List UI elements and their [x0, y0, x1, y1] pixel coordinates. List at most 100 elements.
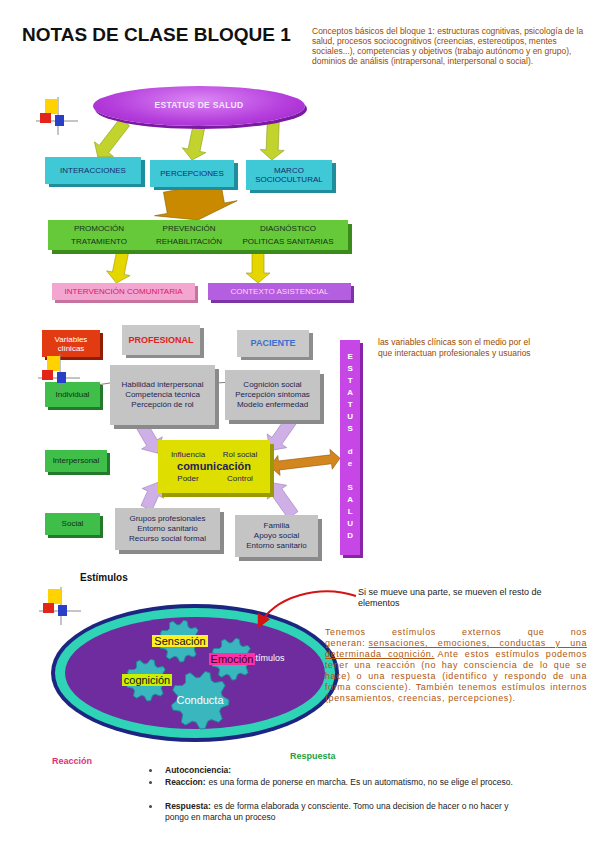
note-text: Reacción — [52, 756, 92, 767]
block-arrow — [182, 125, 206, 160]
page-title: NOTAS DE CLASE BLOQUE 1 — [22, 24, 291, 46]
note-text: las variables clínicas son el medio por … — [378, 337, 543, 358]
node-text: Habilidad interpersonal — [122, 380, 204, 390]
ornament-square — [48, 589, 61, 604]
ornament-line — [36, 121, 78, 122]
node-text: Control — [214, 474, 266, 483]
ornament-square — [55, 115, 64, 126]
node-text: Cognición social — [243, 380, 301, 390]
concept-box: PERCEPCIONES — [150, 160, 234, 187]
node-text: SALUD — [345, 483, 354, 543]
context-box: INTERVENCIÓN COMUNITARIA — [52, 283, 195, 300]
note-text-run: Autoconciencia: — [165, 765, 231, 775]
node-text: Interpersonal — [53, 456, 100, 465]
node-text: INTERVENCIÓN COMUNITARIA — [65, 287, 183, 296]
node-text: PACIENTE — [251, 338, 296, 348]
text-paragraph: Tenemos estímulos externos que nos gener… — [325, 627, 587, 704]
block-arrow — [260, 122, 284, 160]
node-text: ESTATUS DE SALUD — [154, 101, 243, 111]
communication-box: InfluenciaRol socialcomunicaciónPoderCon… — [158, 440, 270, 493]
inner-fill — [65, 617, 325, 729]
domain-box: Interpersonal — [45, 450, 107, 472]
outer-ring — [51, 604, 339, 742]
node-text: Influencia — [162, 450, 214, 459]
bullet-dot — [149, 781, 152, 784]
stimulus-ellipse: EstímulosEstímulosSensaciónEmocióncognic… — [50, 603, 340, 743]
block-arrow — [267, 482, 298, 518]
node-text: MARCO SOCIOCULTURAL — [246, 166, 332, 184]
node-text: Entorno sanitario — [137, 524, 197, 534]
note-text-run: es una forma de ponerse en marcha. Es un… — [209, 777, 513, 787]
node-text: comunicación — [162, 460, 266, 473]
note-text-run: Respuesta: — [165, 801, 211, 811]
node-text: Conducta — [174, 694, 225, 707]
note-text: Si se mueve una parte, se mueven el rest… — [358, 587, 548, 609]
status-ellipse: ESTATUS DE SALUD — [93, 86, 305, 126]
role-box: PACIENTE — [237, 330, 309, 357]
connector-line — [215, 382, 225, 384]
action-band: PROMOCIÓN PREVENCIÓN DIAGNÓSTICO TRATAMIENT… — [48, 220, 348, 250]
variable-box: Variables clínicas — [42, 330, 100, 357]
node-text: cognición — [122, 674, 172, 687]
concept-box: INTERACCIONES — [45, 157, 141, 184]
ornament-square — [47, 356, 60, 371]
note-text-run: es de forma elaborada y consciente. Tomo… — [165, 801, 509, 822]
node-text: PROFESIONAL — [128, 335, 193, 345]
node-text: PREVENCIÓN — [163, 224, 216, 233]
node-text: INTERACCIONES — [60, 166, 126, 175]
block-arrow — [155, 182, 238, 220]
ornament-square — [40, 113, 51, 123]
node-text: PERCEPCIONES — [160, 169, 224, 178]
ornament-square — [58, 605, 67, 616]
node-text: Competencia técnica — [125, 390, 200, 400]
variable-list-box: Habilidad interpersonalCompetencia técni… — [110, 365, 215, 425]
node-text: Poder — [162, 474, 214, 483]
middle-ring — [55, 608, 335, 738]
node-text: REHABILITACIÓN — [156, 237, 222, 246]
node-text: Sensación — [152, 635, 207, 648]
gear-node: Emoción — [210, 637, 254, 681]
concept-box: MARCO SOCIOCULTURAL — [246, 160, 332, 190]
ornament-line — [38, 378, 80, 379]
node-text: Modelo enfermedad — [237, 400, 308, 410]
node-text: Percepción síntomas — [235, 390, 310, 400]
ornament-line — [61, 587, 62, 625]
bullet-item: Autoconciencia: — [148, 765, 518, 776]
block-arrow — [270, 449, 340, 475]
domain-box: Individual — [45, 382, 100, 407]
bullet-item: Reaccion:es una forma de ponerse en marc… — [148, 777, 518, 788]
node-text: Entorno sanitario — [246, 541, 306, 551]
block-arrow — [94, 118, 129, 157]
node-text: Rol social — [214, 450, 266, 459]
node-text: POLITICAS SANITARIAS — [243, 237, 334, 246]
node-text: Familia — [264, 521, 290, 531]
block-arrow — [246, 250, 270, 283]
node-text: TRATAMIENTO — [71, 237, 127, 246]
gear-node: Sensación — [158, 619, 202, 663]
connector-line — [100, 383, 110, 385]
ornament-line — [39, 611, 81, 612]
note-text: Conceptos básicos del bloque 1: estructu… — [312, 26, 590, 66]
domain-box: Social — [45, 513, 100, 535]
node-text: ESTATUS — [345, 352, 354, 436]
role-box: PROFESIONAL — [122, 325, 200, 355]
node-text: DIAGNÓSTICO — [260, 224, 316, 233]
context-box: CONTEXTO ASISTENCIAL — [208, 283, 351, 300]
note-text: Respuesta — [290, 751, 336, 762]
gear-outline — [171, 671, 229, 729]
node-text: Social — [62, 519, 84, 528]
ornament-square — [45, 99, 58, 114]
ornament-square — [42, 370, 53, 380]
node-text: Individual — [56, 390, 90, 399]
node-text: Grupos profesionales — [129, 514, 205, 524]
variable-list-box: Cognición socialPercepción síntomasModel… — [225, 370, 320, 420]
node-text: Apoyo social — [254, 531, 299, 541]
variable-list-box: Grupos profesionalesEntorno sanitarioRec… — [115, 508, 220, 550]
note-text-run: Reaccion: — [165, 777, 206, 787]
bullet-dot — [149, 769, 152, 772]
node-text: PROMOCIÓN — [74, 224, 124, 233]
ornament-square — [43, 603, 54, 613]
node-text: Percepción de rol — [131, 400, 193, 410]
corner-ornament — [36, 97, 78, 135]
